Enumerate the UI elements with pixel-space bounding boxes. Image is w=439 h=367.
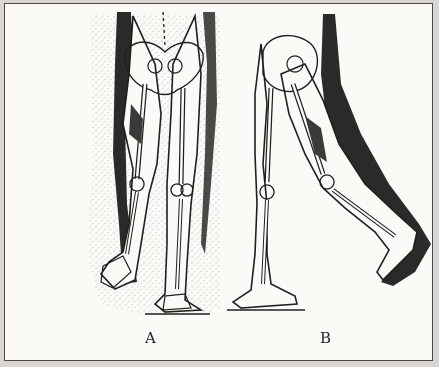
figure-frame: A B xyxy=(4,3,433,361)
panel-a-drawing xyxy=(87,12,220,316)
panel-b-drawing xyxy=(227,14,431,310)
panel-label-a: A xyxy=(145,331,156,346)
panel-label-b: B xyxy=(320,331,331,346)
leg-anatomy-illustration xyxy=(5,4,434,362)
